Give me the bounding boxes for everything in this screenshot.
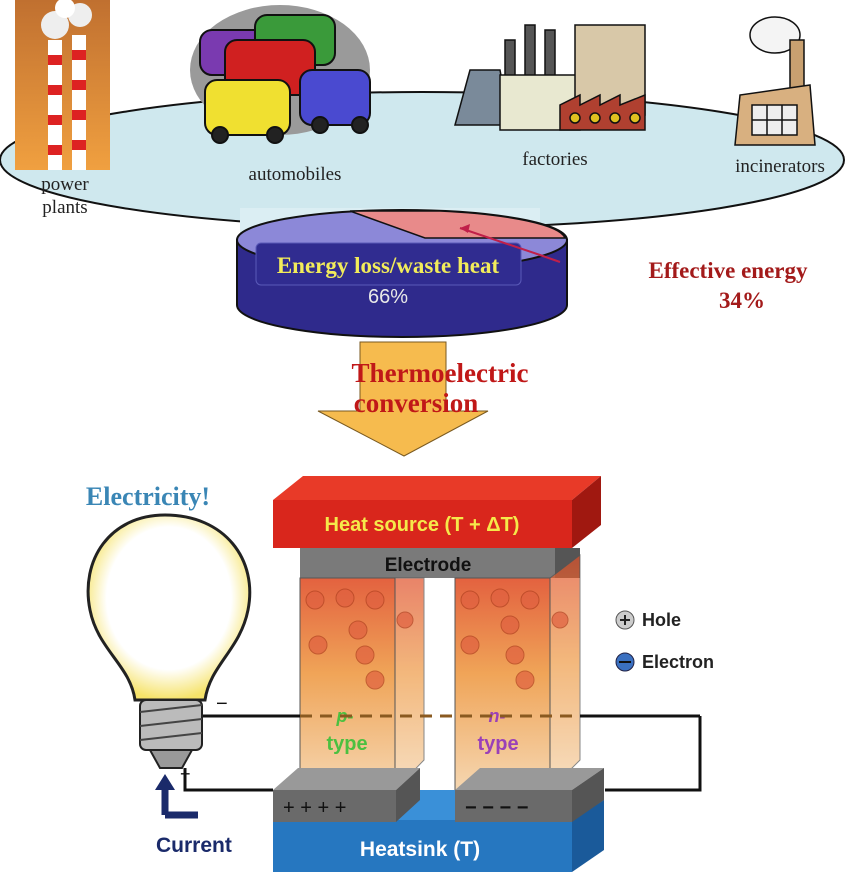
electricity-label: Electricity! xyxy=(86,482,210,511)
incinerator-icon xyxy=(734,16,816,146)
bulb-minus-terminal: − xyxy=(216,693,228,715)
effective-energy-value: 34% xyxy=(719,288,765,313)
automobiles-icon xyxy=(190,5,371,144)
factories-icon xyxy=(454,24,646,131)
minus-signs: − − − − xyxy=(465,797,528,819)
electrode-label: Electrode xyxy=(385,555,472,576)
label-automobiles: automobiles xyxy=(249,164,342,185)
sources-platform xyxy=(0,91,845,229)
heat-source-block xyxy=(273,476,601,548)
label-power-plants-2: plants xyxy=(42,197,87,218)
conversion-label-2: conversion xyxy=(354,388,479,418)
conversion-arrow xyxy=(317,341,489,457)
hole-icon xyxy=(615,610,635,630)
label-incinerators: incinerators xyxy=(735,156,825,177)
pie-slice-effective xyxy=(349,210,567,239)
bottom-electrode-p xyxy=(273,768,420,822)
bulb-plus-terminal: + xyxy=(180,764,191,784)
conversion-label-1: Thermoelectric xyxy=(352,358,529,388)
p-type-label-2: type xyxy=(326,733,367,755)
energy-loss-value: 66% xyxy=(368,286,408,308)
legend-electron: Electron xyxy=(642,652,714,672)
heat-source-label: Heat source (T + ΔT) xyxy=(325,514,520,536)
effective-energy-label: Effective energy xyxy=(648,258,808,283)
label-power-plants: power xyxy=(41,174,89,195)
circuit-wire xyxy=(183,714,702,792)
energy-loss-label: Energy loss/waste heat xyxy=(277,253,500,278)
power-plant-icon xyxy=(15,0,110,170)
energy-pie-cylinder xyxy=(236,208,568,338)
heatsink-label: Heatsink (T) xyxy=(360,838,480,861)
n-type-label-1: n- xyxy=(489,706,506,726)
pointer-arrow xyxy=(459,227,561,263)
n-type-leg xyxy=(454,553,581,792)
current-label: Current xyxy=(156,834,232,857)
light-bulb-icon xyxy=(86,513,252,769)
bottom-electrode-n xyxy=(455,768,604,822)
label-factories: factories xyxy=(522,149,587,170)
legend-hole: Hole xyxy=(642,610,681,630)
top-electrode xyxy=(300,548,555,578)
current-arrow-icon xyxy=(155,774,198,819)
plus-signs: + + + + xyxy=(283,797,346,819)
p-type-leg xyxy=(299,577,425,792)
electron-icon xyxy=(615,652,635,672)
n-type-label-2: type xyxy=(477,733,518,755)
